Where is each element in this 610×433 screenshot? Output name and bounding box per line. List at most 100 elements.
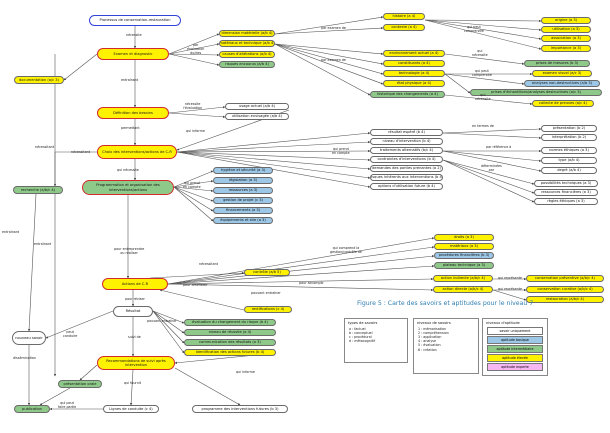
label-pour-reviser: pour réviser — [125, 297, 145, 301]
node-examen-diagnostic: Examen et diagnostic — [97, 48, 169, 60]
node-recommandations: Recommandations de suivi après intervent… — [97, 356, 175, 370]
legend-type-row: d : métacognitif — [349, 339, 376, 344]
label-par-evaluation: par évaluation du/des — [187, 43, 205, 55]
legend-aptitude-swatch: aptitude experte — [487, 363, 543, 371]
connector-line — [173, 186, 214, 222]
connector-line — [176, 132, 371, 153]
connector-line — [173, 186, 214, 192]
label-entrainant-1: entraînant — [121, 78, 139, 82]
label-peut-conduire: peut conduire — [63, 330, 78, 338]
node-lignes-conduite: Lignes de conduite (c 4) — [103, 405, 159, 413]
connector-line — [168, 53, 220, 57]
node-examen-visuel: examen visuel (a/c 3) — [532, 70, 592, 77]
connector-line — [176, 151, 371, 188]
node-risques-inherents: risques inhérents aux interventions (b 4… — [370, 174, 443, 181]
node-options-utilisation: options d'utilisation future (b 4) — [370, 183, 443, 190]
node-publication: publication — [14, 405, 50, 413]
legend-levels: niveaux de savoirs 1 : mémorisation 2 : … — [413, 318, 479, 374]
legend-type-row: b : conceptuel — [349, 331, 373, 336]
connector-line — [167, 237, 435, 285]
connector-line — [274, 16, 384, 35]
node-importance: importance (a 3) — [541, 45, 591, 52]
connector-line — [444, 94, 533, 105]
node-droits: droits (a 3) — [434, 234, 494, 241]
connector-line — [152, 310, 185, 334]
connector-line — [173, 186, 214, 202]
connector-line — [167, 255, 435, 285]
label-par-reference: par référence à — [486, 145, 512, 149]
node-presentation: présentation (b 2) — [541, 125, 597, 132]
legend-level-row: 3 : application — [418, 335, 442, 340]
label-qui-fournit: qui fournit — [124, 381, 142, 385]
legend-level-row: 1 : mémorisation — [418, 327, 447, 331]
connector-line — [442, 150, 542, 162]
label-dissemination: dissémination — [13, 356, 37, 360]
connector-line — [424, 19, 542, 40]
connector-line — [173, 186, 214, 212]
connector-line — [168, 112, 226, 119]
connector-line — [424, 19, 542, 23]
node-traitements-alternatifs: traitements alternatifs (b/c 4) — [370, 147, 443, 154]
node-niveau-reussite: niveau de réussite (a 4) — [184, 329, 276, 336]
label-qui-peut-comprendre-2: qui peut comprendre — [472, 69, 492, 77]
label-entrainant-2: entraînant — [2, 230, 20, 234]
connector-line — [39, 387, 71, 406]
label-qui-necessite-1: qui nécessite — [472, 49, 488, 57]
connector-line — [274, 26, 384, 35]
node-conservation-preventive: conservation préventive (a/b/c 4) — [526, 275, 604, 282]
node-materiaux-technique: matériaux et technique (a/b 4) — [219, 40, 275, 47]
connector-line — [159, 289, 245, 311]
legend-aptitude-swatch: savoir uniquement — [487, 327, 543, 335]
connector-line — [274, 43, 384, 65]
label-determinees-par: déterminées par — [481, 164, 502, 172]
connector-line — [27, 193, 37, 332]
node-type: type (a/b 4) — [541, 157, 597, 164]
connector-line — [424, 19, 542, 32]
label-necessitant-3: nécessitant — [35, 145, 55, 149]
node-ressources: ressources (a 3) — [213, 187, 273, 194]
node-niveau-intervention: niveau d'intervention (b 4) — [370, 138, 443, 145]
legend-aptitude-swatch: aptitude élevée — [487, 354, 543, 362]
label-necessitant-1: nécessitant — [71, 150, 91, 154]
node-recherche: recherche (a/b/c 4) — [13, 186, 63, 194]
node-communication-resultats: communication des résultats (a 3) — [184, 339, 276, 346]
node-normes-ethiques: normes éthiques (a 3) — [541, 147, 597, 154]
node-usage-actuel: usage actuel (a/b 4) — [225, 103, 289, 110]
connector-line — [176, 140, 371, 153]
node-interpretation: interprétation (b 2) — [541, 134, 597, 141]
label-pour-ameliorer: pour améliorer — [183, 283, 208, 287]
connector-line — [274, 43, 384, 85]
node-nouveau-savoir: nouveau savoir — [12, 331, 46, 345]
node-association: association (a 3) — [541, 35, 591, 42]
connector-line — [168, 106, 226, 114]
connector-line — [442, 150, 542, 172]
legend-aptitudes: niveaux d'aptitude savoir uniquement apt… — [482, 318, 548, 376]
node-ressources-financieres: ressources financières (a 3) — [534, 189, 598, 196]
connector-line — [167, 283, 434, 292]
node-materiaux: matériaux (a 3) — [434, 243, 494, 250]
node-hygiene-securite: hygiène et sécurité (a 3) — [213, 167, 273, 174]
label-pouvant-entrainer-2: pouvant entraîner — [147, 319, 177, 323]
connector-line — [167, 264, 435, 285]
node-legislation: législation (a 3) — [213, 177, 273, 184]
legend-aptitude-swatch: aptitude intermédiaire — [487, 345, 543, 353]
connector-line — [442, 159, 535, 194]
label-necessite-1: nécessite — [126, 33, 142, 37]
connector-line — [168, 53, 220, 66]
connector-line — [442, 159, 535, 185]
node-regles-ethiques: règles éthiques (a 3) — [534, 198, 598, 205]
legend-levels-title: niveaux de savoirs — [417, 321, 451, 325]
node-equipements-site: équipements et site (a 3) — [213, 217, 273, 224]
connector-line — [45, 310, 114, 339]
label-necessite-evaluation: nécessite l'évaluation — [183, 102, 203, 110]
label-qui-comprend: qui comprend la gestion/contrôle de — [330, 246, 362, 254]
connector-line — [168, 43, 220, 55]
label-qui-informe-1: qui informe — [186, 129, 205, 133]
label-qui-represente-2: qui représente — [498, 287, 523, 291]
node-programmation: Programmation et organisation des interv… — [82, 180, 174, 195]
node-technologie: technologie (a 4) — [383, 70, 445, 77]
connector-line — [274, 43, 384, 56]
node-programme-futures: programme des interventions futures (b 3… — [192, 405, 288, 413]
label-qui-prend-en-compte-2: qui prend en compte — [183, 181, 201, 189]
